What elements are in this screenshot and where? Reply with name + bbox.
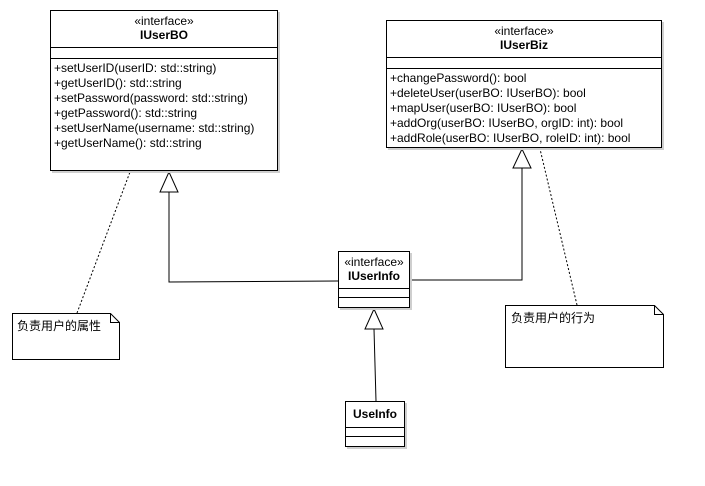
iuserinfo-name: IUserInfo xyxy=(347,269,400,283)
iuserbo-operation: +getUserID(): std::string xyxy=(54,76,182,90)
iuserbiz-operation: +changePassword(): bool xyxy=(390,71,527,85)
iuserbo-operation: +setPassword(password: std::string) xyxy=(54,91,248,105)
note-behavior-text: 负责用户的行为 xyxy=(511,311,596,325)
note-attributes-text: 负责用户的属性 xyxy=(17,319,102,333)
iuserbiz-stereotype: «interface» xyxy=(494,24,554,38)
useinfo-name: UseInfo xyxy=(352,407,397,421)
iuserinfo-stereotype: «interface» xyxy=(344,255,404,269)
class-useinfo[interactable]: UseInfo xyxy=(345,401,405,447)
note-behavior-anchor xyxy=(539,148,578,306)
useinfo-operations-compartment xyxy=(346,436,404,446)
iuserbo-operation: +getPassword(): std::string xyxy=(54,106,198,120)
class-useinfo-header: UseInfo xyxy=(346,402,404,427)
realization-arrowhead-iuserinfo xyxy=(364,307,384,330)
iuserbo-operations-compartment: +setUserID(userID: std::string) +getUser… xyxy=(51,58,277,151)
interface-iuserbiz-header: «interface» IUserBiz xyxy=(387,21,661,57)
note-attributes-shape xyxy=(12,313,120,360)
useinfo-attributes-compartment xyxy=(346,427,404,436)
note-behavior-shape xyxy=(505,305,664,368)
realization-iuserinfo-to-iuserbiz xyxy=(409,168,523,281)
iuserinfo-operations-compartment xyxy=(339,297,409,307)
iuserbiz-name: IUserBiz xyxy=(499,38,549,52)
realization-arrowhead-iuserbiz xyxy=(512,147,532,169)
interface-iuserbiz[interactable]: «interface» IUserBiz +changePassword(): … xyxy=(386,20,662,148)
realization-arrowhead-iuserbo xyxy=(159,170,179,193)
realization-useinfo-to-iuserinfo xyxy=(373,328,377,402)
iuserbiz-operation: +deleteUser(userBO: IUserBO): bool xyxy=(390,86,586,100)
realization-iuserinfo-to-iuserbo xyxy=(168,192,339,283)
interface-iuserbo-header: «interface» IUserBO xyxy=(51,11,277,47)
iuserbiz-operation: +addRole(userBO: IUserBO, roleID: int): … xyxy=(390,131,631,145)
iuserbo-attributes-compartment xyxy=(51,47,277,58)
iuserbo-operation: +setUserID(userID: std::string) xyxy=(54,61,217,75)
iuserbiz-operations-compartment: +changePassword(): bool +deleteUser(user… xyxy=(387,68,661,146)
iuserbo-name: IUserBO xyxy=(139,28,189,42)
interface-iuserinfo[interactable]: «interface» IUserInfo xyxy=(338,251,410,308)
iuserbiz-operation: +addOrg(userBO: IUserBO, orgID: int): bo… xyxy=(390,116,624,130)
note-attributes-fold xyxy=(110,313,120,323)
iuserbo-stereotype: «interface» xyxy=(134,14,194,28)
interface-iuserbo[interactable]: «interface» IUserBO +setUserID(userID: s… xyxy=(50,10,278,171)
iuserinfo-attributes-compartment xyxy=(339,288,409,297)
note-behavior-fold xyxy=(654,305,664,315)
iuserbiz-attributes-compartment xyxy=(387,57,661,68)
iuserbiz-operation: +mapUser(userBO: IUserBO): bool xyxy=(390,101,577,115)
iuserbo-operation: +setUserName(username: std::string) xyxy=(54,121,255,135)
interface-iuserinfo-header: «interface» IUserInfo xyxy=(339,252,409,288)
iuserbo-operation: +getUserName(): std::string xyxy=(54,136,202,150)
note-attributes-anchor xyxy=(76,171,131,314)
